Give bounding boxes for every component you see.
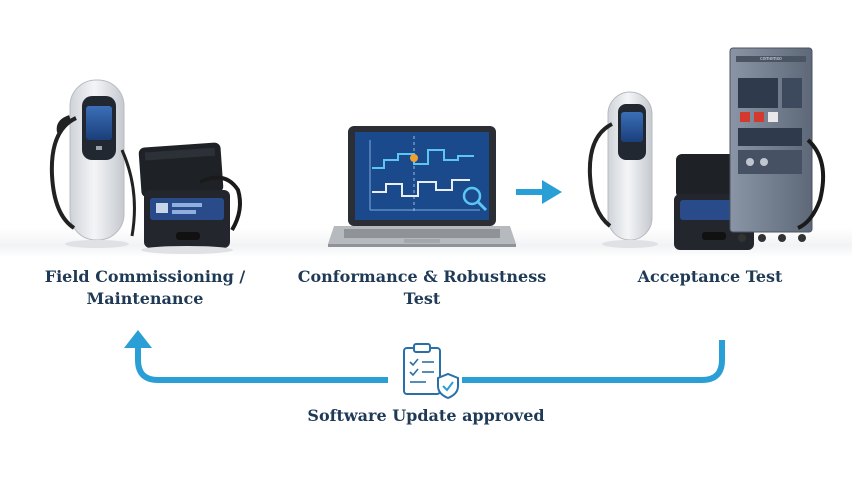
laptop-icon [328, 126, 516, 247]
ev-charger-icon [49, 79, 136, 248]
stage-label-field-commissioning: Field Commissioning / Maintenance [44, 267, 246, 308]
chart-icon [369, 136, 480, 214]
test-case-icon [138, 142, 242, 254]
stage-label-conformance: Conformance & Robustness Test [297, 267, 547, 308]
stage-label-acceptance: Acceptance Test [637, 267, 783, 286]
rack-brand: comemso [760, 56, 782, 62]
clipboard-check-icon [403, 343, 459, 400]
test-rack-icon: comemso [729, 47, 826, 242]
arrow-up-icon [124, 330, 152, 348]
ev-charger-icon [587, 91, 658, 248]
loop-label: Software Update approved [307, 406, 545, 425]
magnifier-icon [462, 186, 488, 212]
loop-arrow [124, 330, 725, 383]
shield-check-icon [437, 372, 459, 400]
arrow-right-icon [516, 180, 562, 204]
